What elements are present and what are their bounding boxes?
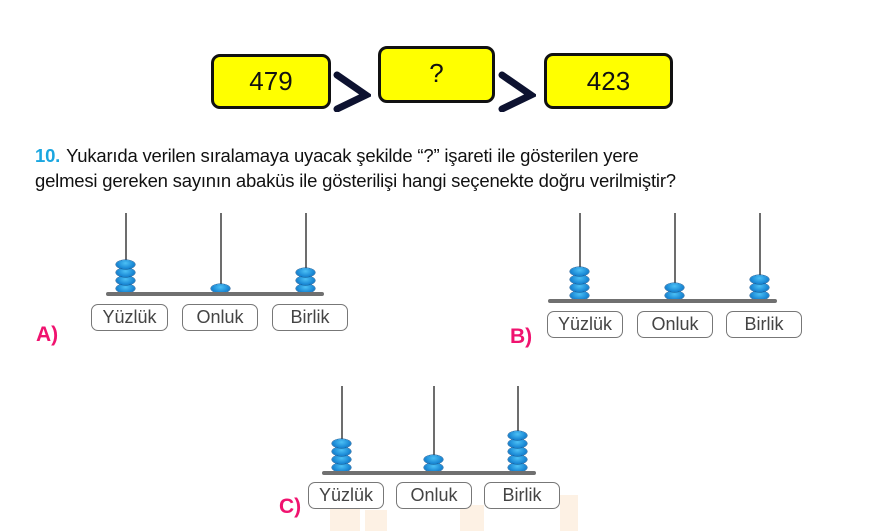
bead	[665, 291, 684, 300]
number-box-value: ?	[429, 58, 444, 88]
option-a-letter[interactable]: A)	[36, 323, 59, 346]
bead	[508, 431, 527, 440]
greater-than-icon	[333, 71, 371, 112]
label-yuzluk: Yüzlük	[91, 304, 168, 331]
label-yuzluk: Yüzlük	[308, 482, 384, 509]
bead	[296, 276, 315, 285]
question-text: 10.Yukarıda verilen sıralamaya uyacak şe…	[35, 143, 855, 193]
bead	[750, 283, 769, 292]
bead	[116, 276, 135, 285]
label-onluk: Onluk	[396, 482, 472, 509]
number-box-value: 423	[586, 65, 631, 96]
number-box-right: 423	[544, 53, 673, 109]
rod-birlik	[759, 213, 761, 300]
question-line-1: 10.Yukarıda verilen sıralamaya uyacak şe…	[35, 145, 639, 166]
label-yuzluk: Yüzlük	[547, 311, 623, 338]
number-box-left: 479	[211, 54, 331, 109]
bead	[508, 463, 527, 472]
bead	[508, 439, 527, 448]
rod-yuzluk	[125, 213, 127, 293]
greater-than-icon	[498, 71, 536, 112]
label-birlik: Birlik	[484, 482, 560, 509]
bead	[332, 463, 351, 472]
option-b-letter[interactable]: B)	[510, 325, 533, 348]
number-box-unknown: ?	[378, 46, 495, 103]
label-birlik: Birlik	[272, 304, 348, 331]
bead	[750, 275, 769, 284]
bead	[332, 439, 351, 448]
option-c-letter[interactable]: C)	[279, 495, 302, 518]
bead	[750, 291, 769, 300]
bead	[570, 283, 589, 292]
watermark-shape	[365, 510, 387, 531]
bead	[332, 455, 351, 464]
abacus-base	[548, 299, 777, 303]
rod-onluk	[220, 213, 222, 293]
bead	[508, 447, 527, 456]
question-line-2: gelmesi gereken sayının abaküs ile göste…	[35, 170, 676, 191]
bead	[211, 284, 230, 293]
rod-birlik	[517, 386, 519, 472]
bead	[665, 283, 684, 292]
watermark-shape	[560, 495, 578, 531]
rod-yuzluk	[341, 386, 343, 472]
bead	[296, 284, 315, 293]
bead	[570, 291, 589, 300]
abacus-base	[322, 471, 536, 475]
rod-onluk	[433, 386, 435, 472]
bead	[116, 284, 135, 293]
watermark-shape	[330, 505, 360, 531]
bead	[570, 275, 589, 284]
bead	[296, 268, 315, 277]
bead	[116, 268, 135, 277]
label-birlik: Birlik	[726, 311, 802, 338]
watermark-shape	[460, 505, 484, 531]
rod-onluk	[674, 213, 676, 300]
rod-birlik	[305, 213, 307, 293]
number-box-value: 479	[249, 66, 293, 96]
question-number: 10.	[35, 145, 61, 166]
rod-yuzluk	[579, 213, 581, 300]
bead	[424, 455, 443, 464]
bead	[508, 455, 527, 464]
bead	[570, 267, 589, 276]
label-onluk: Onluk	[637, 311, 713, 338]
abacus-base	[106, 292, 324, 296]
bead	[332, 447, 351, 456]
bead	[424, 463, 443, 472]
label-onluk: Onluk	[182, 304, 258, 331]
bead	[116, 260, 135, 269]
